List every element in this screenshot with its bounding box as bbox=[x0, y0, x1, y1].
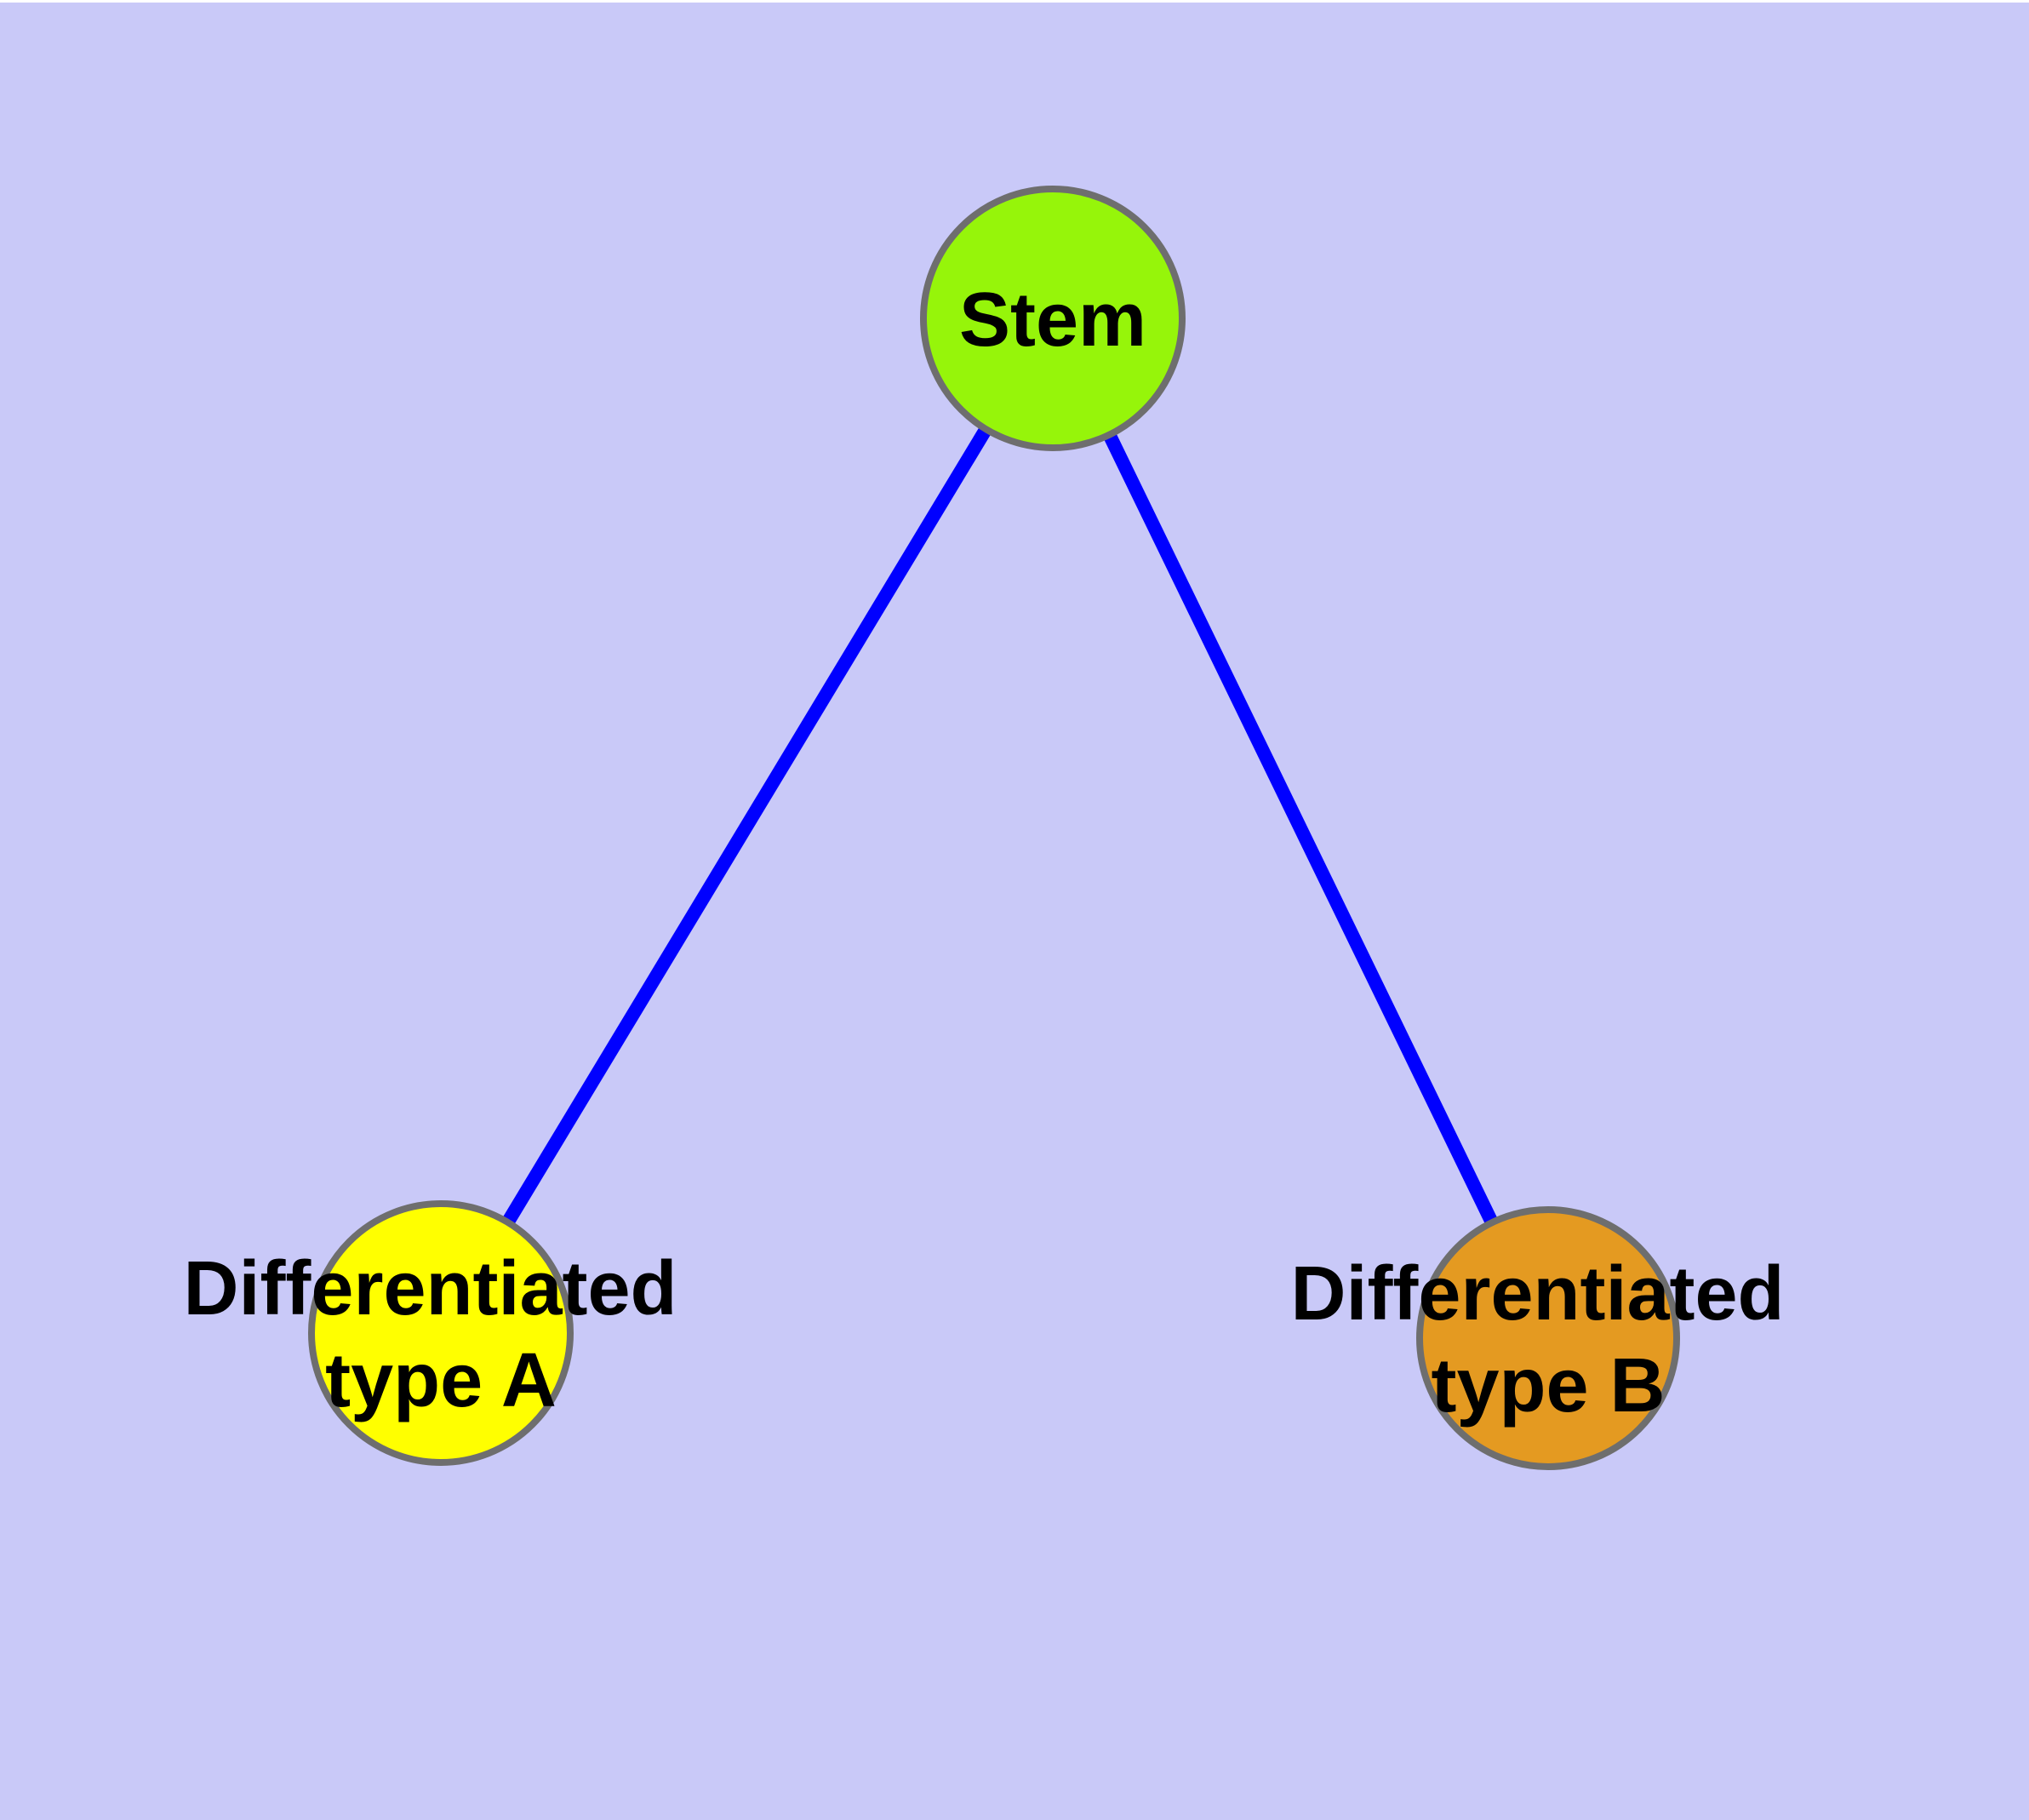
node-label-line: type A bbox=[325, 1338, 557, 1423]
edge-stem-to-type-a bbox=[435, 314, 1059, 1337]
edge-stem-to-type-b bbox=[1046, 315, 1555, 1342]
node-label-line: Differentiated bbox=[183, 1246, 677, 1331]
node-differentiated-type-b bbox=[1416, 1206, 1680, 1470]
node-differentiated-type-a bbox=[308, 1200, 574, 1466]
node-label-line: type B bbox=[1431, 1343, 1665, 1428]
node-label-differentiated-type-a: Differentiated type A bbox=[183, 1246, 698, 1423]
node-label-stem: Stem bbox=[959, 278, 1146, 363]
node-label-differentiated-type-b: Differentiated type B bbox=[1290, 1251, 1805, 1428]
node-label-line: Differentiated bbox=[1290, 1251, 1784, 1336]
node-label-stem-line: Stem bbox=[959, 278, 1146, 363]
node-stem bbox=[920, 186, 1186, 451]
screenshot-top-edge bbox=[0, 0, 2029, 3]
